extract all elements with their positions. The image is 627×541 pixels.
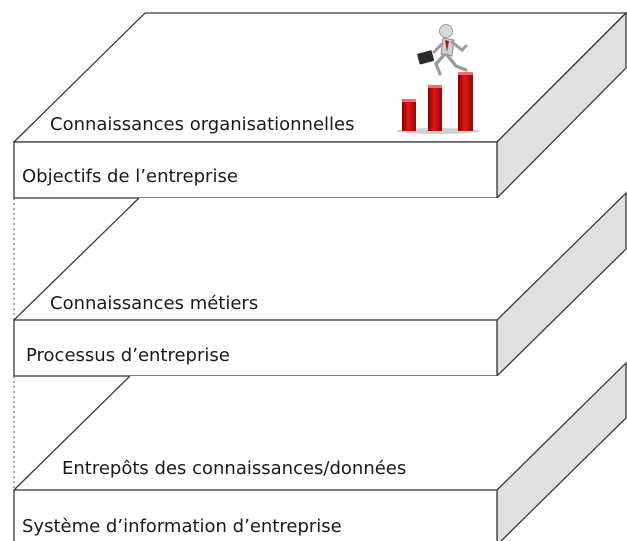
layer-organisational: Connaissances organisationnelles Objecti… bbox=[12, 11, 627, 200]
layer-2-top-label: Connaissances métiers bbox=[50, 293, 258, 314]
layer-2-top-face bbox=[14, 193, 626, 320]
layer-3-front-label: Système d’information d’entreprise bbox=[22, 516, 342, 537]
layer-2-top-left-edge bbox=[13, 197, 140, 321]
layer-3-front-face bbox=[13, 489, 498, 541]
layer-3-top-label: Entrepôts des connaissances/données bbox=[62, 458, 406, 479]
layer-1-front-label: Objectifs de l’entreprise bbox=[22, 166, 238, 187]
layer-data: Entrepôts des connaissances/données Syst… bbox=[13, 361, 627, 541]
layer-1-front-face bbox=[13, 141, 498, 199]
layer-2-front-face bbox=[13, 319, 498, 377]
layer-1-top-label: Connaissances organisationnelles bbox=[50, 114, 354, 135]
layer-3-top-left-edge bbox=[13, 375, 131, 491]
businessman-running-on-bar-chart-icon bbox=[396, 24, 480, 134]
layer-3-top-face bbox=[14, 363, 626, 490]
layer-business: Connaissances métiers Processus d’entrep… bbox=[13, 191, 627, 378]
layer-2-front-label: Processus d’entreprise bbox=[26, 345, 230, 366]
